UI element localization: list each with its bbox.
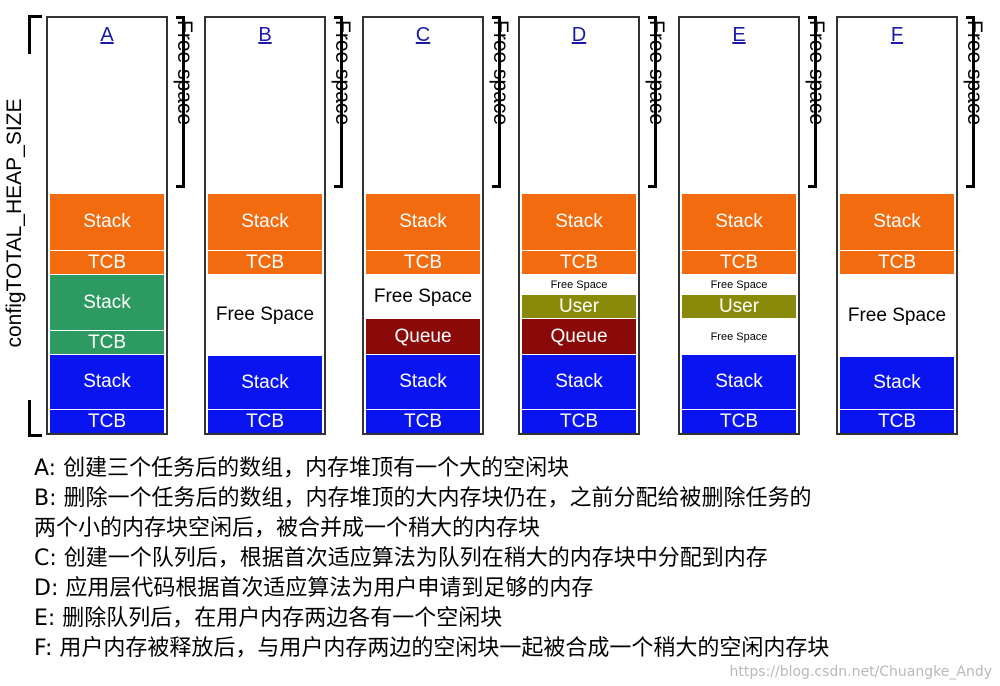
column-title[interactable]: C [415,24,431,46]
free-space-bracket [334,16,343,188]
caption-line: B: 删除一个任务后的数组，内存堆顶的大内存块仍在，之前分配给被删除任务的 [34,486,812,511]
memory-block-stack: Stack [50,274,164,330]
memory-block-tcb: TCB [208,250,322,274]
memory-block-free-space: Free Space [682,318,796,354]
memory-block-stack: Stack [522,354,636,409]
free-space-bracket [966,16,975,188]
free-space-text: Free space [645,20,668,126]
free-space-text: Free space [331,20,354,126]
watermark: https://blog.csdn.net/Chuangke_Andy [729,664,992,680]
memory-block-tcb: TCB [840,250,954,274]
column-title[interactable]: D [571,24,587,46]
memory-block-tcb: TCB [50,330,164,354]
memory-block-free-space: Free Space [366,274,480,318]
free-space-text: Free space [489,20,512,126]
memory-block-user: User [522,294,636,318]
free-space-label: Free space [172,20,196,180]
column-title[interactable]: F [890,24,904,46]
memory-block-stack: Stack [366,354,480,409]
memory-block-tcb: TCB [366,250,480,274]
memory-block-free-space: Free Space [522,274,636,294]
memory-block-stack: Stack [682,193,796,250]
memory-block-stack: Stack [208,355,322,409]
memory-block-stack: Stack [840,193,954,250]
memory-block-tcb: TCB [208,409,322,433]
free-space-text: Free space [805,20,828,126]
memory-block-tcb: TCB [682,409,796,433]
memory-block-stack: Stack [366,193,480,250]
column-title[interactable]: E [732,24,746,46]
caption-line: E: 删除队列后，在用户内存两边各有一个空闲块 [34,606,503,631]
memory-block-free-space: Free Space [682,274,796,294]
column-title[interactable]: A [100,24,114,46]
free-space-bracket [176,16,185,188]
memory-block-tcb: TCB [682,250,796,274]
memory-block-stack: Stack [840,356,954,409]
caption-line: D: 应用层代码根据首次适应算法为用户申请到足够的内存 [34,576,594,601]
free-space-label: Free space [488,20,512,180]
memory-block-tcb: TCB [522,409,636,433]
memory-block-stack: Stack [682,354,796,409]
memory-block-stack: Stack [50,193,164,250]
free-space-bracket [492,16,501,188]
memory-block-tcb: TCB [522,250,636,274]
free-space-label: Free space [804,20,828,180]
memory-block-free-space: Free Space [208,274,322,355]
memory-block-free-space: Free Space [840,274,954,356]
free-space-label: Free space [962,20,986,180]
memory-block-stack: Stack [522,193,636,250]
memory-block-tcb: TCB [50,250,164,274]
memory-block-tcb: TCB [50,409,164,433]
caption-line: 两个小的内存块空闲后，被合并成一个稍大的内存块 [34,516,541,541]
heap-bracket-bottom [28,400,42,437]
free-space-text: Free space [963,20,986,126]
caption-line: C: 创建一个队列后，根据首次适应算法为队列在稍大的内存块中分配到内存 [34,546,768,571]
memory-block-stack: Stack [50,354,164,409]
free-space-text: Free space [173,20,196,126]
free-space-label: Free space [644,20,668,180]
free-space-label: Free space [330,20,354,180]
free-space-bracket [648,16,657,188]
memory-block-user: User [682,294,796,318]
memory-block-queue: Queue [522,318,636,354]
memory-block-queue: Queue [366,318,480,354]
memory-block-tcb: TCB [840,409,954,433]
column-title[interactable]: B [258,24,272,46]
memory-block-tcb: TCB [366,409,480,433]
caption-list: A: 创建三个任务后的数组，内存堆顶有一个大的空闲块 B: 删除一个任务后的数组… [34,454,974,664]
heap-size-text: configTOTAL_HEAP_SIZE [3,98,26,348]
caption-line: F: 用户内存被释放后，与用户内存两边的空闲块一起被合成一个稍大的空闲内存块 [34,636,830,661]
free-space-bracket [808,16,817,188]
memory-block-stack: Stack [208,193,322,250]
caption-line: A: 创建三个任务后的数组，内存堆顶有一个大的空闲块 [34,456,570,481]
heap-bracket-top [28,15,42,54]
